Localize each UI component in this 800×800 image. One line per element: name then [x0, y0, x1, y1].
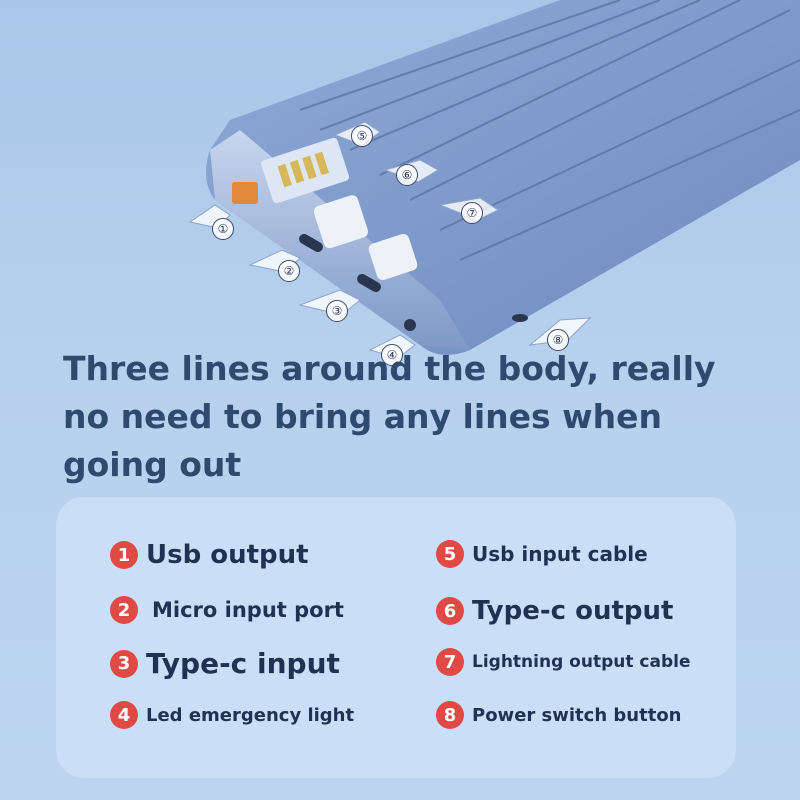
usb-cable-pins: [277, 151, 330, 188]
body-grooves: [299, 0, 800, 261]
callout-6: ⑥: [396, 164, 418, 186]
callout-7: ⑦: [461, 202, 483, 224]
usb-output-port: [232, 182, 258, 204]
feature-badge-4: 4: [110, 701, 138, 729]
feature-badge-7: 7: [436, 648, 464, 676]
callout-3: ③: [326, 300, 348, 322]
callout-2: ②: [278, 260, 300, 282]
feature-item-6: 6 Type-c output: [436, 596, 673, 626]
lightning-cable-head: [368, 234, 418, 280]
feature-label-3: Type-c input: [146, 647, 340, 680]
callout-5: ⑤: [351, 125, 373, 147]
feature-item-8: 8 Power switch button: [436, 701, 682, 729]
micro-input-port: [299, 234, 323, 252]
feature-item-2: 2 Micro input port: [110, 596, 344, 624]
feature-badge-6: 6: [436, 597, 464, 625]
feature-badge-1: 1: [110, 541, 138, 569]
callout-4: ④: [381, 344, 403, 366]
feature-item-3: 3 Type-c input: [110, 647, 340, 680]
feature-item-5: 5 Usb input cable: [436, 540, 648, 568]
power-switch: [512, 314, 528, 322]
feature-badge-5: 5: [436, 540, 464, 568]
feature-label-7: Lightning output cable: [472, 652, 691, 672]
feature-item-7: 7 Lightning output cable: [436, 648, 690, 676]
led-light: [404, 319, 416, 331]
feature-label-1: Usb output: [146, 540, 309, 570]
callout-8: ⑧: [547, 329, 569, 351]
feature-badge-3: 3: [110, 649, 138, 678]
feature-label-2: Micro input port: [152, 598, 344, 622]
type-c-cable-head: [313, 195, 369, 249]
feature-badge-8: 8: [436, 701, 464, 729]
feature-label-4: Led emergency light: [146, 704, 355, 726]
callout-1: ①: [212, 218, 234, 240]
feature-label-6: Type-c output: [472, 596, 674, 626]
feature-badge-2: 2: [110, 596, 138, 624]
feature-label-8: Power switch button: [472, 704, 682, 726]
usb-cable-head: [261, 137, 350, 204]
type-c-input-port: [357, 274, 381, 292]
feature-label-5: Usb input cable: [472, 542, 648, 566]
feature-item-1: 1 Usb output: [110, 540, 309, 570]
feature-panel: [56, 497, 736, 778]
feature-item-4: 4 Led emergency light: [110, 701, 354, 729]
power-bank-illustration: [188, 0, 800, 359]
headline-text: Three lines around the body, really no n…: [63, 349, 716, 484]
